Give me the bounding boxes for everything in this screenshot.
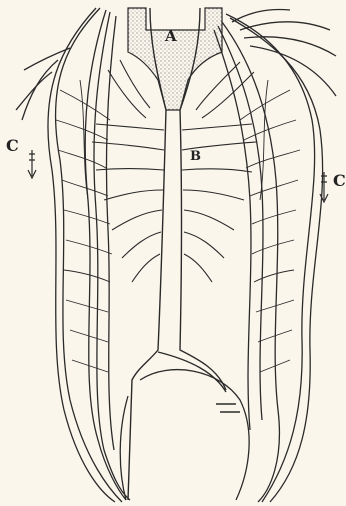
right-outer-vessels (214, 10, 336, 503)
label-c-left: C (6, 138, 19, 154)
left-outer-vessels (16, 8, 130, 502)
label-a: A (165, 29, 177, 44)
left-mesh (56, 80, 112, 372)
right-flow-arrow (320, 172, 328, 202)
left-flow-arrow (28, 150, 36, 178)
label-b: B (190, 150, 201, 163)
stippled-region-a (128, 8, 222, 110)
label-c-right: C (333, 173, 346, 189)
lower-loop (120, 370, 249, 500)
